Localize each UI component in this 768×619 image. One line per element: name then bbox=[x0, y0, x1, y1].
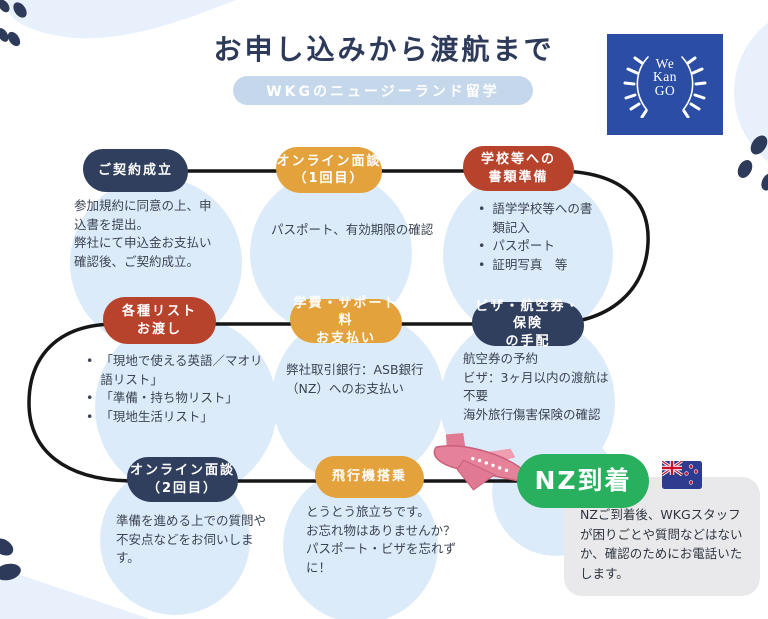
laurel-wreath-icon bbox=[623, 55, 707, 118]
bullet-item: • 「現地で使える英語／マオリ 語リスト」 bbox=[86, 352, 263, 389]
step-pill-school-documents: 学校等への 書類準備 bbox=[463, 146, 574, 191]
step-label: 学校等への bbox=[480, 152, 556, 167]
page-title: お申し込みから渡航まで bbox=[213, 33, 555, 66]
airplane-icon bbox=[424, 425, 542, 506]
bullet-dot: • bbox=[478, 201, 486, 216]
bullet-item: • 証明写真 等 bbox=[478, 256, 592, 275]
bullet-dot: • bbox=[478, 238, 486, 253]
step-label: オンライン面談 bbox=[276, 153, 382, 169]
bullet-dot: • bbox=[86, 408, 94, 424]
bullet-text: 「現地生活リスト」 bbox=[100, 408, 213, 424]
step-pill-contract: ご契約成立 bbox=[83, 149, 188, 192]
bullet-item: • 「準備・持ち物リスト」 bbox=[86, 389, 263, 408]
wekango-logo: We Kan GO bbox=[607, 34, 723, 135]
step-label: 書類準備 bbox=[488, 169, 549, 185]
step-label: ご契約成立 bbox=[97, 162, 173, 178]
step-label: お渡し bbox=[136, 321, 182, 337]
step-description-visa-flight-insurance: 航空券の予約 ビザ：3ヶ月以内の渡航は 不要 海外旅行傷害保険の確認 bbox=[463, 351, 609, 422]
bottom-left-wedge-shape bbox=[0, 568, 150, 619]
step-label: NZ到着 bbox=[534, 466, 632, 496]
step-label: （1回目） bbox=[293, 171, 365, 186]
bullet-item: • パスポート bbox=[478, 237, 592, 256]
step-description-online-meeting-1: パスポート、有効期限の確認 bbox=[271, 222, 434, 237]
bullet-dot: • bbox=[86, 353, 94, 368]
bullet-dot: • bbox=[478, 256, 486, 272]
step-label: 各種リスト bbox=[121, 304, 197, 319]
bullet-text: 語学学校等への書 類記入 bbox=[492, 201, 593, 235]
step-pill-tuition-payment: 学費・サポート料 お支払い bbox=[290, 296, 402, 346]
step-pill-nz-arrival: NZ到着 bbox=[517, 454, 649, 508]
logo-text: We Kan GO bbox=[653, 55, 677, 98]
logo-inner: We Kan GO bbox=[622, 52, 708, 118]
step-pill-online-meeting-2: オンライン面談 （2回目） bbox=[127, 457, 238, 502]
bullet-text: 「現地で使える英語／マオリ 語リスト」 bbox=[100, 353, 263, 387]
step-description-online-meeting-2: 準備を進める上での質問や 不安点などをお伺いしま す。 bbox=[116, 513, 267, 565]
step-label: オンライン面談 bbox=[129, 463, 235, 478]
step-pill-boarding: 飛行機搭乗 bbox=[315, 456, 424, 498]
right-blob-shape bbox=[734, 22, 768, 162]
step-label: お支払い bbox=[315, 330, 376, 346]
step-bullets-lists-handover: • 「現地で使える英語／マオリ 語リスト」 • 「準備・持ち物リスト」 • 「現地生活… bbox=[86, 352, 263, 426]
step-pill-online-meeting-1: オンライン面談 （1回目） bbox=[276, 147, 382, 193]
step-pill-lists-handover: 各種リスト お渡し bbox=[103, 297, 216, 344]
step-description-tuition-payment: 弊社取引銀行：ASB銀行 （NZ）へのお支払い bbox=[286, 362, 424, 396]
subtitle-badge: WKGのニュージーランド留学 bbox=[233, 76, 533, 105]
step-bullets-school-documents: • 語学学校等への書 類記入 • パスポート • 証明写真 等 bbox=[478, 200, 592, 274]
navy-dots-decoration bbox=[0, 0, 768, 581]
arrival-note-text: NZご到着後、WKGスタッフ が困りごとや質問などはない か、確認のためにお電話… bbox=[580, 507, 743, 581]
bullet-text: 「準備・持ち物リスト」 bbox=[100, 390, 238, 405]
step-description-boarding: とうとう旅立ちです。 お忘れ物はありませんか？ パスポート・ビザを忘れず に！ bbox=[306, 504, 457, 575]
bullet-text: 証明写真 等 bbox=[492, 256, 568, 272]
bullet-dot: • bbox=[86, 390, 94, 405]
top-wave-shape bbox=[7, 0, 236, 39]
step-label: 飛行機搭乗 bbox=[331, 469, 407, 485]
bullet-item: • 語学学校等への書 類記入 bbox=[478, 200, 592, 237]
step-label: の手配 bbox=[505, 333, 551, 349]
new-zealand-flag-icon bbox=[662, 461, 702, 490]
step-label: 学費・サポート料 bbox=[293, 295, 399, 329]
bullet-text: パスポート bbox=[492, 238, 555, 253]
step-pill-visa-flight-insurance: ビザ・航空券・保険 の手配 bbox=[472, 299, 584, 349]
step-description-contract: 参加規約に同意の上、申 込書を提出。 弊社にて申込金お支払い 確認後、ご契約成立… bbox=[74, 198, 212, 269]
step-label: （2回目） bbox=[146, 480, 219, 496]
step-label: ビザ・航空券・保険 bbox=[475, 298, 581, 332]
bullet-item: • 「現地生活リスト」 bbox=[86, 408, 263, 427]
